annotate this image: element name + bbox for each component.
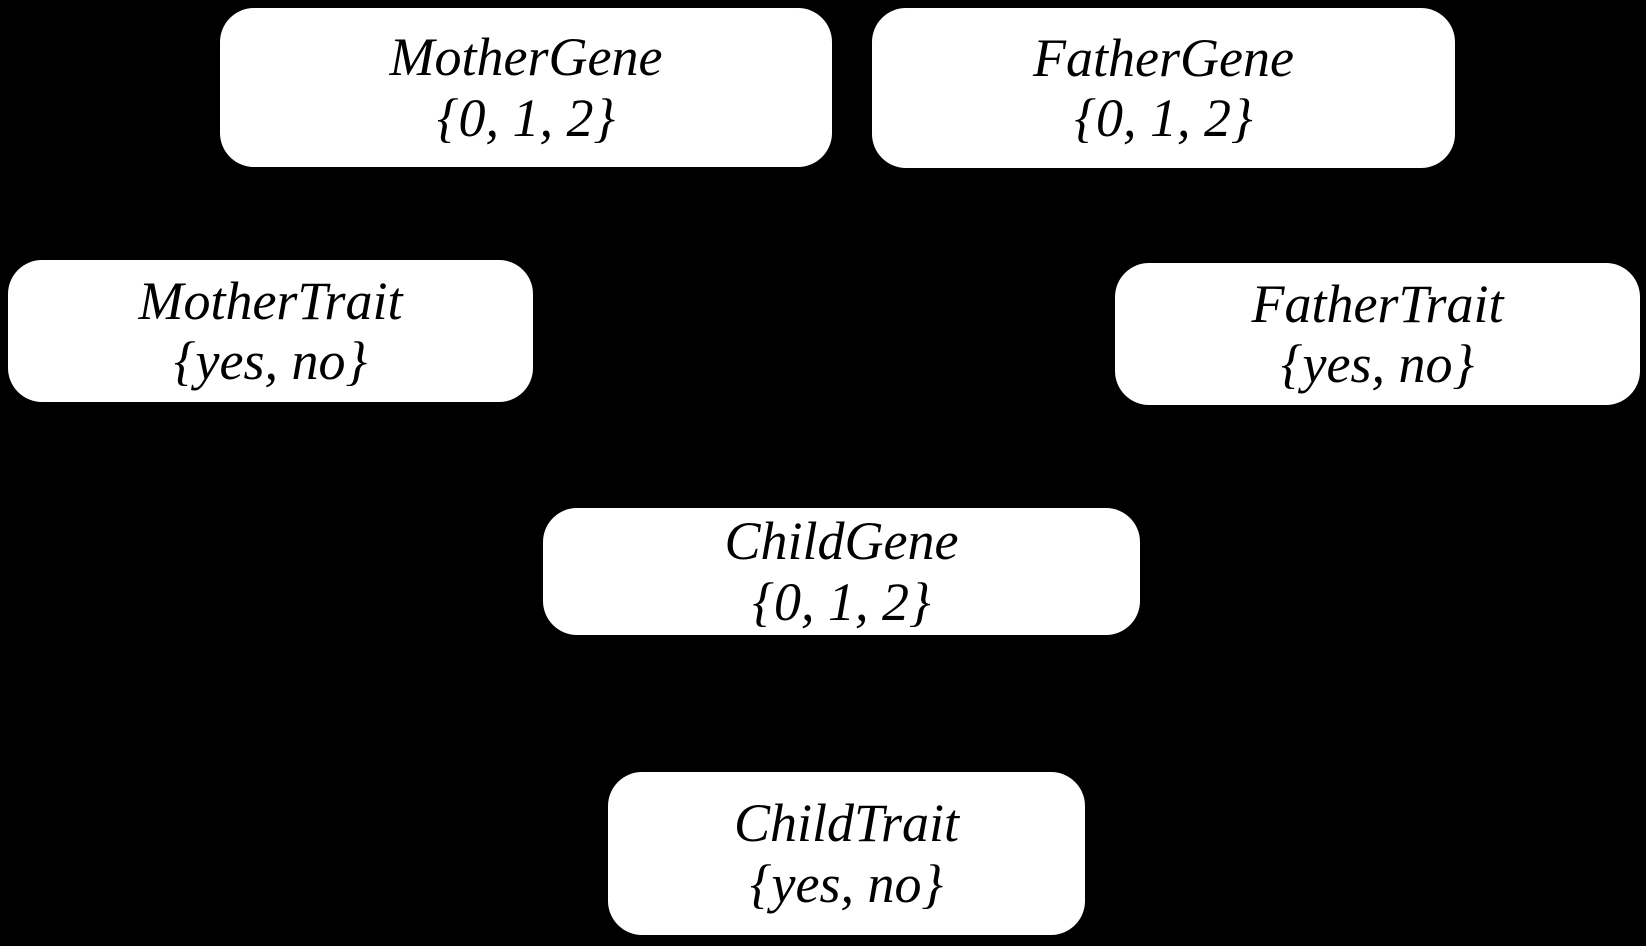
node-father-trait-label: FatherTrait	[1251, 273, 1504, 334]
node-child-gene[interactable]: ChildGene {0, 1, 2}	[543, 508, 1140, 635]
node-mother-trait[interactable]: MotherTrait {yes, no}	[8, 260, 533, 402]
node-father-trait[interactable]: FatherTrait {yes, no}	[1115, 263, 1640, 405]
node-child-trait-domain: {yes, no}	[749, 853, 944, 914]
node-mother-gene-domain: {0, 1, 2}	[436, 87, 616, 148]
node-father-trait-domain: {yes, no}	[1280, 334, 1475, 394]
node-father-gene-domain: {0, 1, 2}	[1074, 88, 1253, 148]
node-mother-gene[interactable]: MotherGene {0, 1, 2}	[220, 8, 832, 167]
node-father-gene-label: FatherGene	[1033, 27, 1294, 88]
node-child-trait-label: ChildTrait	[733, 793, 960, 854]
node-mother-trait-domain: {yes, no}	[173, 331, 368, 391]
node-mother-trait-label: MotherTrait	[138, 270, 403, 331]
node-child-trait[interactable]: ChildTrait {yes, no}	[608, 772, 1085, 935]
node-child-gene-label: ChildGene	[724, 511, 959, 572]
node-mother-gene-label: MotherGene	[389, 27, 663, 88]
node-child-gene-domain: {0, 1, 2}	[752, 571, 931, 632]
node-father-gene[interactable]: FatherGene {0, 1, 2}	[872, 8, 1455, 168]
